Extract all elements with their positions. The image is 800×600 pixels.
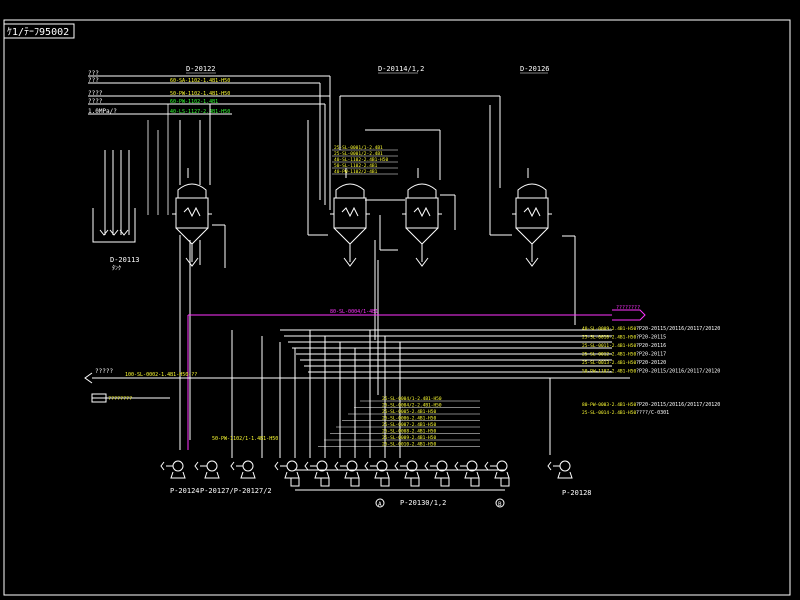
distribution-piping [231, 329, 612, 491]
pump-7 [364, 460, 390, 479]
tank-d20113 [92, 150, 136, 243]
pump-11 [484, 460, 510, 479]
equipment-d20126: D-20126 [520, 65, 550, 73]
mid-line-label: 25-SL-0001/2-2.4B1 [334, 151, 383, 157]
right-line-label: 40-SL-0009-2.4B1-H50 [582, 326, 636, 332]
pump-8 [394, 460, 420, 479]
pump-5 [304, 460, 330, 479]
title-tag: ｹ1/ﾃｰﾌ95002 [7, 26, 69, 38]
instrument-bubble-a: A [375, 498, 385, 508]
pump-4 [274, 460, 300, 479]
vessels-group [172, 168, 552, 267]
right-low-line-dest: ????/C-0301 [636, 410, 669, 416]
title-tag-box [3, 23, 75, 39]
mid-line-labels: 25-SL-0001/1-2.4B125-SL-0001/2-2.4B140-S… [332, 145, 398, 175]
equipment-p20124: P-20124 [170, 487, 200, 495]
pump-3 [230, 460, 256, 479]
equipment-d20122: D-20122 [186, 65, 216, 73]
equipment-p20130: P-20130/1,2 [400, 499, 446, 507]
left-inlet-label: ???????? [108, 396, 132, 402]
pump-12 [547, 460, 573, 479]
utility-label-4: ???? [88, 98, 103, 105]
pump-6 [334, 460, 360, 479]
mid-line-label: 40-SL-1102-2.4B1-H50 [334, 157, 388, 163]
utility-label-2: ??? [88, 77, 99, 84]
equipment-d20113-sub: ﾀﾝｸ [112, 265, 121, 272]
mid-line-label: 50-SL-1102-2.4B1 [334, 163, 378, 169]
right-low-line-dest: ?P20-20115/20116/20117/20120 [636, 402, 720, 408]
pumps-group [160, 460, 573, 479]
instrument-bubble-b: B [495, 498, 505, 508]
low-line-label: 25-SL-0008-2.4B1-H50 [382, 429, 436, 435]
vessel-d20114-1 [330, 168, 370, 267]
utility-label-5: 1.0MPa/? [88, 108, 117, 115]
mid-line-label: 40-PW-1102/2-4B1 [334, 169, 378, 175]
right-low-line-labels: 80-PW-0003-2.4B1-H50?P20-20115/20116/201… [582, 402, 720, 416]
low-line-labels: 25-SL-0004/1-2.4B1-H5025-SL-0004/2-2.4B1… [318, 396, 480, 448]
magenta-dest-label: ???????? [616, 305, 640, 311]
drawing-border [3, 19, 791, 596]
right-line-dest: ?P20-20117 [636, 352, 666, 358]
right-line-label: 25-SL-0013-2.4B1-H50 [582, 360, 636, 366]
svg-text:A: A [378, 501, 382, 508]
right-line-dest: ?P20-20116 [636, 343, 666, 349]
header-line-label-1: 60-SA-1102-1.4B1-H50 [170, 78, 230, 84]
vessel-piping [179, 95, 576, 450]
right-line-dest: ?P20-20115 [636, 335, 666, 341]
pump-9 [424, 460, 450, 479]
vessel-d20122 [172, 168, 212, 267]
low-line-label: 25-SL-0006-2.4B1-H50 [382, 416, 436, 422]
equipment-p20128: P-20128 [562, 489, 592, 497]
low-line-label: 25-SL-0007-2.4B1-H50 [382, 422, 436, 428]
feed-line-label: 100-SL-0002-1.4B1-H50-?? [125, 372, 197, 378]
right-line-dest: ?P20-20115/20116/20117/20120 [636, 326, 720, 332]
right-line-dest: ?P20-20115/20116/20117/20120 [636, 369, 720, 375]
right-low-line-label: 80-PW-0003-2.4B1-H50 [582, 402, 636, 408]
right-line-labels: 40-SL-0009-2.4B1-H50?P20-20115/20116/201… [582, 326, 720, 375]
right-line-label: 25-SL-0010-2.4B1-H50 [582, 335, 636, 341]
pump-1 [160, 460, 186, 479]
mid-line-label: 25-SL-0001/1-2.4B1 [334, 145, 383, 151]
left-vertical-labels [147, 104, 169, 215]
pump-2 [194, 460, 220, 479]
right-low-line-label: 25-SL-0014-2.4B1-H50 [582, 410, 636, 416]
svg-text:B: B [498, 501, 502, 508]
equipment-d20113: D-20113 [110, 256, 140, 264]
low-line-label: 25-SL-0004/2-2.4B1-H50 [382, 403, 442, 409]
right-line-label: 50-PW-1107-2.4B1-H50 [582, 369, 636, 375]
utility-label-3: ???? [88, 90, 103, 97]
utility-label-1: ??? [88, 70, 99, 77]
header-line-label-2: 50-PW-1102-1.4B1-H50 [170, 91, 230, 97]
right-line-dest: ?P20-20120 [636, 360, 666, 366]
feed-header [84, 372, 630, 403]
utility-headers [88, 75, 341, 210]
low-line-label: 25-SL-0005-2.4B1-H50 [382, 409, 436, 415]
feed-inlet-label: ????? [95, 368, 113, 375]
low-line-label: 25-SL-0009-2.4B1-H50 [382, 435, 436, 441]
magenta-line-label: 80-SL-0004/1-4B1 [330, 309, 378, 315]
right-line-label: 25-SL-0012-2.4B1-H50 [582, 352, 636, 358]
low-line-label: 25-SL-0010-2.4B1-H50 [382, 442, 436, 448]
pump-block-label: 50-PW-1102/1-1.4B1-H50 [212, 436, 278, 442]
magenta-line [187, 309, 646, 450]
vessel-d20126 [512, 168, 552, 267]
equipment-d20114: D-20114/1,2 [378, 65, 424, 73]
header-line-label-3: 60-PW-1102-1.4B1 [170, 99, 218, 105]
low-line-label: 25-SL-0004/1-2.4B1-H50 [382, 396, 442, 402]
equipment-p20127: P-20127/P-20127/2 [200, 487, 272, 495]
vessel-d20114-2 [402, 168, 442, 267]
right-line-label: 25-SL-0011-2.4B1-H50 [582, 343, 636, 349]
header-line-label-4: 40-LS-1127-2.4B1-H50 [170, 109, 230, 115]
pump-10 [454, 460, 480, 479]
